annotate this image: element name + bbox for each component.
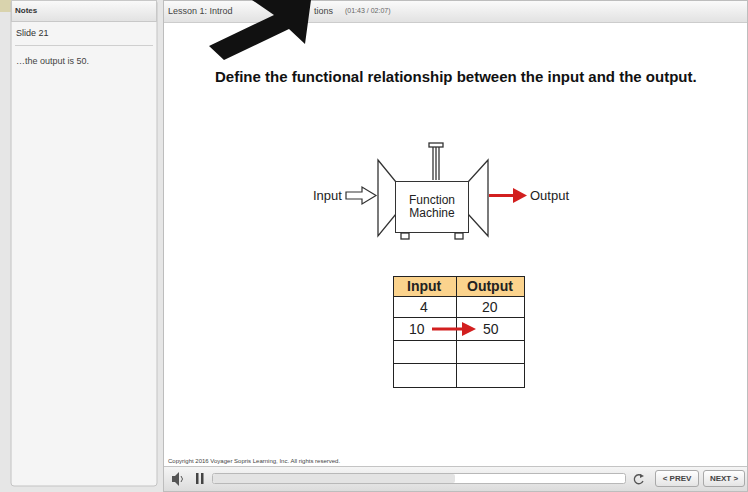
slide-number: Slide 21 xyxy=(16,28,49,38)
copyright: Copyright 2016 Voyager Sopris Learning, … xyxy=(168,458,340,465)
table-header: Input xyxy=(407,278,441,294)
function-machine-box: Function Machine xyxy=(395,181,469,233)
prev-button: < PREV xyxy=(655,470,699,487)
lesson-title: Lesson 1: Introd xyxy=(168,6,233,16)
timer: (01:43 / 02:07) xyxy=(345,7,391,15)
table-cell: 4 xyxy=(420,299,428,315)
next-button-text: NEXT > xyxy=(710,474,738,483)
table-cell: 10 xyxy=(409,321,425,337)
slide-title: Define the functional relationship betwe… xyxy=(215,68,697,85)
table-header: Output xyxy=(467,278,513,294)
table-cell: 50 xyxy=(483,321,499,337)
tab-title: Notes xyxy=(15,6,37,15)
input-label: Input xyxy=(313,189,342,204)
lesson-title: tions xyxy=(314,6,333,16)
function-machine-box-text: Function Machine xyxy=(399,194,465,220)
note-text: …the output is 50. xyxy=(16,56,89,66)
prev-button-text: < PREV xyxy=(663,474,692,483)
table-cell: 20 xyxy=(482,299,498,315)
output-label: Output xyxy=(530,189,569,204)
next-button: NEXT > xyxy=(703,470,745,487)
